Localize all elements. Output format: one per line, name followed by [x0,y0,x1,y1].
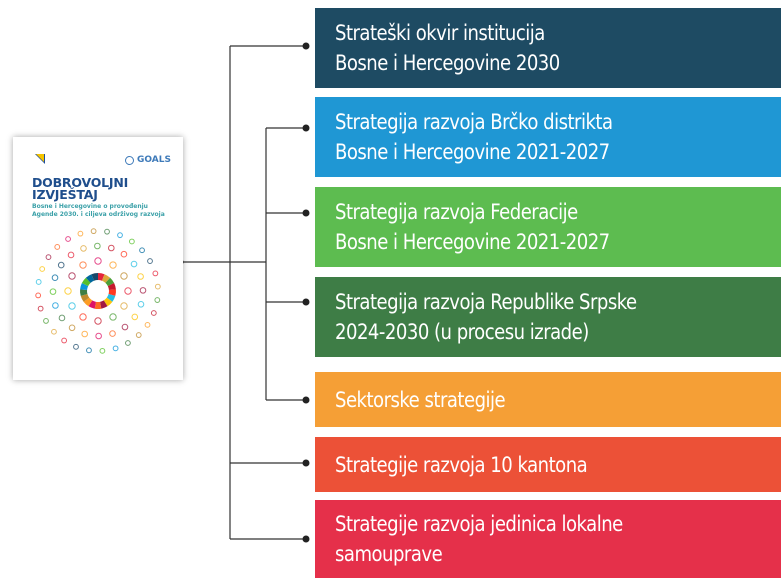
sdg-wheel-segment [94,301,102,309]
strategy-box-brcko: Strategija razvoja Brčko distrikta Bosne… [315,97,781,177]
sdg-logo: GOALS [125,155,171,165]
sdg-wheel-segment [107,282,116,290]
sdg-wheel-segment [85,274,95,283]
sdg-wheel-segment [105,277,115,287]
strategy-box-sektorske: Sektorske strategije [315,372,781,427]
report-title: DOBROVOLJNI IZVJEŠTAJ [32,175,129,202]
strategy-box-federacija: Strategija razvoja Federacije Bosne i He… [315,187,781,267]
globe-icon [125,155,135,165]
report-cover: GOALS DOBROVOLJNI IZVJEŠTAJ Bosne i Herc… [13,137,183,380]
sdg-logo-text: GOALS [137,155,171,165]
sdg-wheel-segment [80,294,90,302]
sdg-wheel-segment [103,297,113,307]
strategy-box-bih: Strateški okvir institucija Bosne i Herc… [315,8,781,88]
strategy-box-republika-srpska: Strategija razvoja Republike Srpske 2024… [315,277,781,357]
sdg-wheel-segment [108,289,116,296]
sdg-wheel-segment [81,277,91,287]
sdg-icon-ring [35,228,161,354]
sdg-wheel-segment [83,297,93,307]
sdg-wheel-segment [101,274,111,283]
sdg-illustration [35,228,161,354]
sdg-wheel-segment [88,300,96,309]
sdg-wheel-segment [100,300,108,309]
sdg-wheel-segment [98,273,105,281]
bih-flag-icon [35,154,45,164]
strategy-box-lokalna-samouprava: Strategije razvoja jedinica lokalne samo… [315,500,781,578]
sdg-wheel-segment [80,282,89,290]
report-subtitle: Bosne i Hercegovine o provođenju Agende … [32,203,165,218]
sdg-wheel-segment [91,273,98,281]
strategy-box-kantoni: Strategije razvoja 10 kantona [315,437,781,492]
sdg-wheel-icon [76,269,120,313]
sdg-wheel-segment [80,289,88,296]
sdg-wheel-segment [106,294,116,302]
